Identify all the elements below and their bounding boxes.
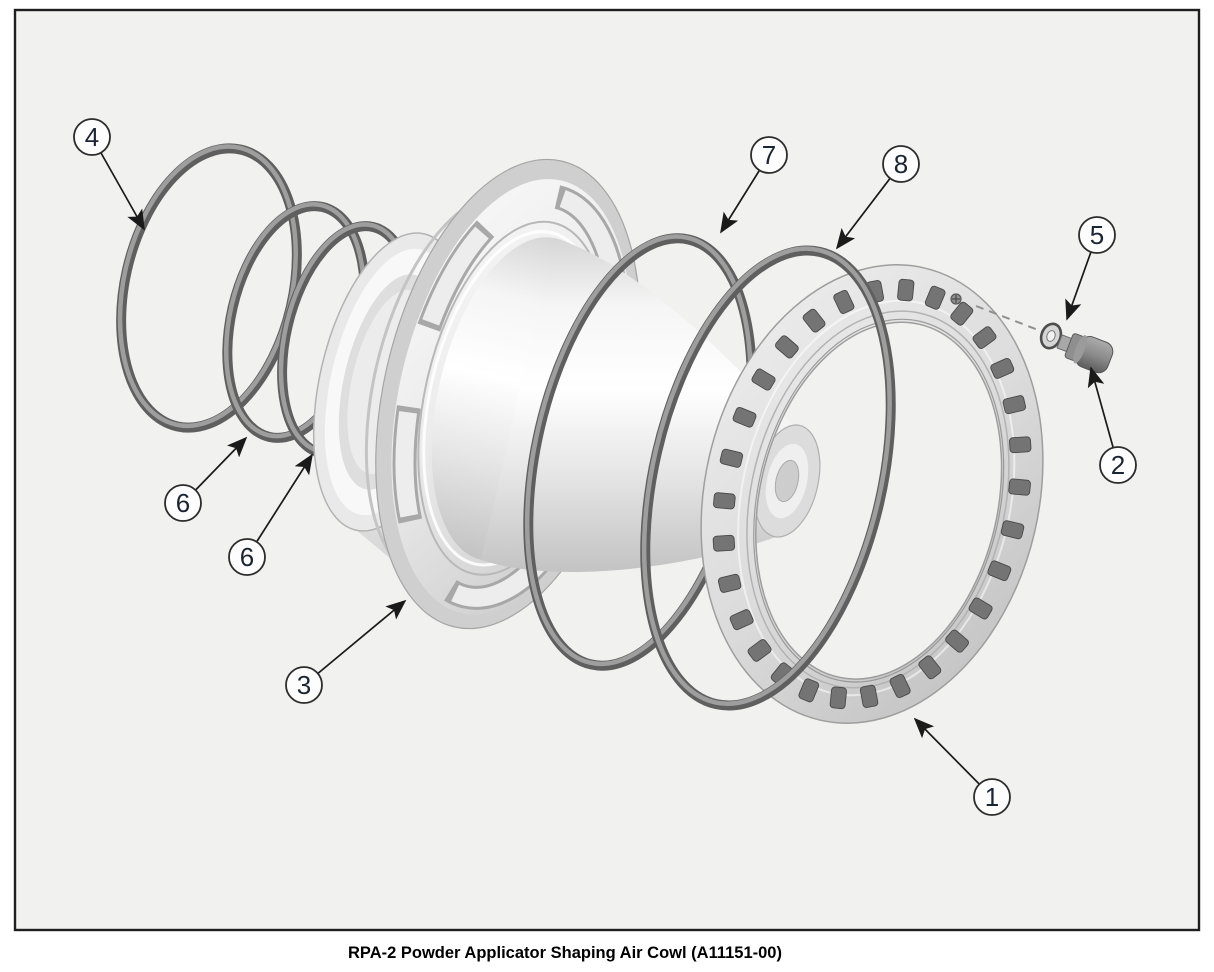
bolt-stud xyxy=(729,609,754,631)
callout-6b: 6 xyxy=(228,453,313,576)
bolt-stud xyxy=(719,448,744,468)
bolt-stud-ring xyxy=(712,278,1032,710)
bolt-stud xyxy=(798,678,820,703)
svg-text:2: 2 xyxy=(1111,450,1125,480)
bolt-stud xyxy=(859,684,879,708)
bolt-stud xyxy=(924,285,946,310)
bolt-stud xyxy=(712,534,736,552)
svg-text:1: 1 xyxy=(985,782,999,812)
svg-text:4: 4 xyxy=(85,122,99,152)
svg-text:8: 8 xyxy=(894,149,908,179)
bolt-stud xyxy=(751,368,776,391)
bolt-stud xyxy=(990,357,1015,379)
bolt-stud xyxy=(1009,436,1032,454)
part-screw-plug-2 xyxy=(1056,333,1114,374)
callout-4: 4 xyxy=(73,118,145,231)
part-cowl-body-3 xyxy=(312,158,821,630)
bolt-stud xyxy=(945,629,969,653)
bolt-stud xyxy=(713,492,736,510)
svg-text:7: 7 xyxy=(762,140,776,170)
callout-3: 3 xyxy=(285,599,407,704)
bolt-stud xyxy=(1000,520,1025,540)
part-retaining-ring-1 xyxy=(700,264,1044,724)
bolt-stud xyxy=(968,597,993,620)
svg-text:6: 6 xyxy=(176,488,190,518)
bolt-stud xyxy=(918,655,942,680)
callout-2: 2 xyxy=(1087,366,1137,484)
part-oring-cone-8 xyxy=(640,245,896,711)
bolt-stud xyxy=(1008,478,1031,496)
figure-caption: RPA-2 Powder Applicator Shaping Air Cowl… xyxy=(348,944,782,962)
bolt-stud xyxy=(829,686,847,710)
bolt-stud xyxy=(775,335,799,359)
bolt-stud xyxy=(950,301,974,326)
bolt-stud xyxy=(987,560,1012,582)
callout-1: 1 xyxy=(913,717,1011,816)
callout-6a: 6 xyxy=(164,436,248,522)
nozzle-tip xyxy=(753,424,821,538)
bolt-stud xyxy=(897,278,915,302)
ring-set-screw-mark xyxy=(950,293,962,305)
assembly-centerline xyxy=(975,305,1047,334)
bolt-stud xyxy=(833,289,855,314)
callout-8: 8 xyxy=(835,145,920,250)
bolt-stud xyxy=(747,639,772,662)
bolt-stud xyxy=(732,406,757,428)
bolt-stud xyxy=(972,326,997,349)
callout-7: 7 xyxy=(720,136,788,234)
svg-text:5: 5 xyxy=(1090,220,1104,250)
bolt-stud xyxy=(717,573,742,593)
bolt-stud xyxy=(889,674,911,699)
svg-text:6: 6 xyxy=(240,542,254,572)
svg-text:3: 3 xyxy=(297,670,311,700)
bolt-stud xyxy=(802,308,826,333)
bolt-stud xyxy=(1002,395,1027,415)
callout-5: 5 xyxy=(1065,216,1116,321)
